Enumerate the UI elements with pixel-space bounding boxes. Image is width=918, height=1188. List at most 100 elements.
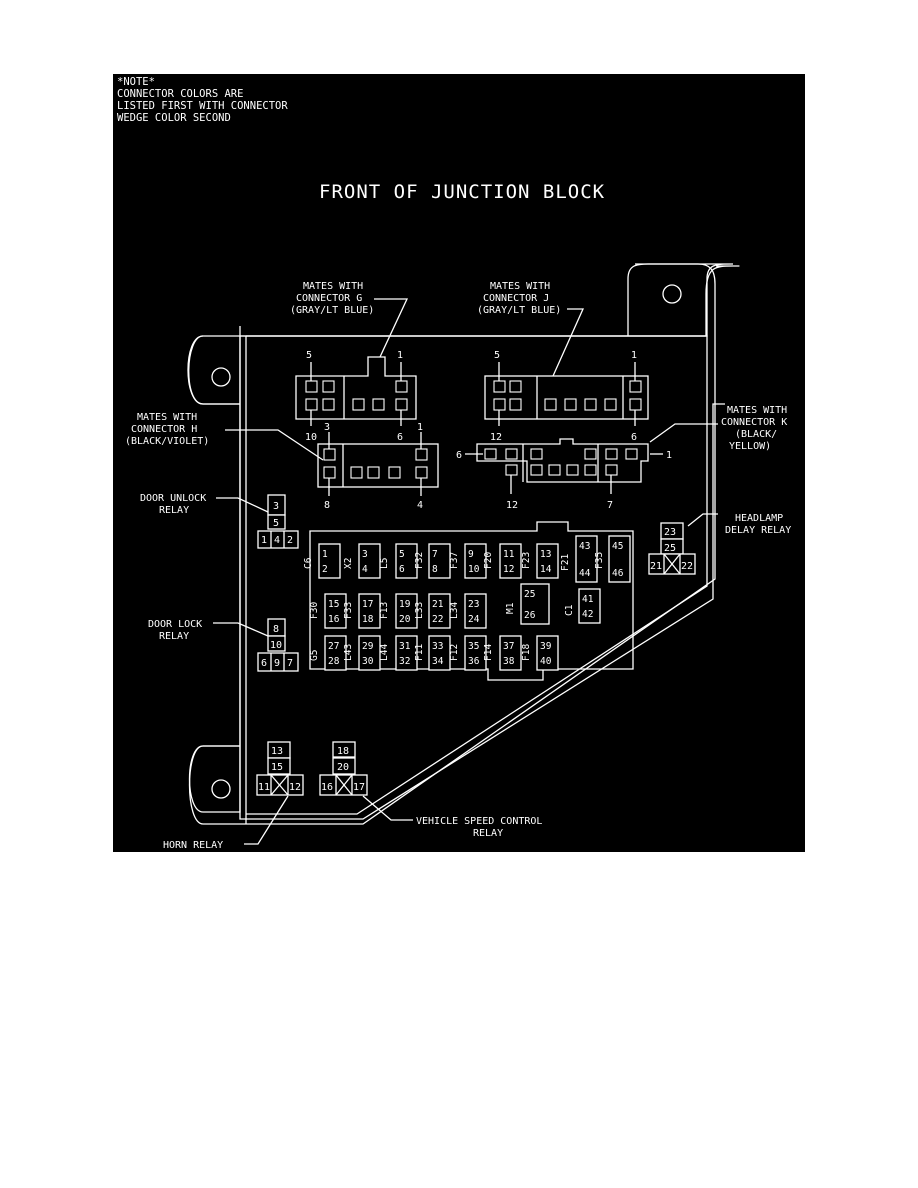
callout-line: DOOR UNLOCK [140, 493, 206, 504]
relay-pin: 20 [337, 762, 349, 773]
callout-line: (BLACK/VIOLET) [125, 436, 209, 447]
connector-k: 6 1 12 7 [456, 438, 672, 511]
relay-pin: 17 [353, 782, 365, 793]
connector-g: 5 1 10 6 [295, 350, 417, 443]
fuse-cavity [395, 543, 418, 579]
fuse-number: 6 [399, 564, 405, 575]
relay-pin: 11 [258, 782, 270, 793]
relay-pin: 21 [650, 561, 662, 572]
fuse-number: 39 [540, 641, 552, 652]
fuse-number: 7 [432, 549, 438, 560]
pin-label: 8 [324, 500, 330, 511]
relay-pin: 7 [287, 658, 293, 669]
fuse-label: G5 [309, 650, 320, 661]
fuse-number: 34 [432, 656, 444, 667]
fuse-number: 45 [612, 541, 623, 552]
note-block: *NOTE* CONNECTOR COLORS ARE LISTED FIRST… [117, 76, 288, 124]
connector-j: 5 1 12 6 [484, 350, 649, 443]
fuse-cavity [324, 593, 347, 629]
note-line-3: WEDGE COLOR SECOND [117, 112, 231, 124]
callout-line: MATES WITH [137, 412, 197, 423]
fuse-number: 38 [503, 656, 515, 667]
fuse-cavity [464, 635, 487, 671]
fuse-cavity [578, 588, 601, 624]
relay-pin: 25 [664, 543, 676, 554]
fuse-cavity [575, 535, 598, 583]
relay-pin: 1 [261, 535, 267, 546]
fuse-cavity [536, 635, 559, 671]
callout-line: HORN RELAY [163, 840, 223, 851]
callout-line: (BLACK/ [735, 429, 777, 440]
connector-h-callout: MATES WITH CONNECTOR H (BLACK/VIOLET) [125, 412, 324, 461]
junction-block-diagram: *NOTE* CONNECTOR COLORS ARE LISTED FIRST… [117, 76, 791, 851]
callout-line: CONNECTOR H [131, 424, 197, 435]
callout-line: VEHICLE SPEED CONTROL [416, 816, 542, 827]
fuse-number: 31 [399, 641, 411, 652]
vehicle-speed-callout: VEHICLE SPEED CONTROL RELAY [362, 795, 542, 839]
fuse-label: F35 [594, 552, 605, 569]
callout-line: CONNECTOR G [296, 293, 362, 304]
fuse-cavity [324, 635, 347, 671]
fuse-cavity [428, 543, 451, 579]
fuse-cavity [464, 543, 487, 579]
connector-k-callout: MATES WITH CONNECTOR K (BLACK/ YELLOW) [649, 405, 787, 452]
fuse-number: 10 [468, 564, 480, 575]
fuse-number: 46 [612, 568, 624, 579]
door-lock-relay: 8 10 6 9 7 [257, 618, 299, 672]
callout-line: DOOR LOCK [148, 619, 202, 630]
fuse-cavity [536, 543, 559, 579]
fuse-number: 19 [399, 599, 411, 610]
relay-pin: 9 [274, 658, 280, 669]
fuse-label: F13 [379, 602, 390, 619]
fuse-cavity [358, 543, 381, 579]
fuse-number: 27 [328, 641, 339, 652]
pin-label: 4 [417, 500, 423, 511]
fuse-cavity [395, 593, 418, 629]
pin-label: 6 [456, 450, 462, 461]
fuse-number: 16 [328, 614, 340, 625]
pin-label: 6 [397, 432, 403, 443]
fuse-label: C6 [303, 557, 314, 569]
door-unlock-relay: 3 5 1 4 2 [257, 494, 299, 549]
callout-line: CONNECTOR K [721, 417, 787, 428]
fuse-label: M1 [505, 602, 516, 614]
fuse-number: 44 [579, 568, 591, 579]
fuse-number: 15 [328, 599, 339, 610]
door-lock-callout: DOOR LOCK RELAY [148, 619, 269, 642]
relay-pin: 23 [664, 527, 676, 538]
fuse-cavity [428, 593, 451, 629]
fuse-label: F12 [449, 644, 460, 661]
fuse-number: 24 [468, 614, 480, 625]
connector-g-callout: MATES WITH CONNECTOR G (GRAY/LT BLUE) [290, 281, 409, 358]
callout-line: CONNECTOR J [483, 293, 549, 304]
note-line-1: CONNECTOR COLORS ARE [117, 88, 243, 100]
junction-block-figure: *NOTE* CONNECTOR COLORS ARE LISTED FIRST… [113, 74, 805, 852]
fuse-cavity [358, 593, 381, 629]
fuse-number: 17 [362, 599, 373, 610]
fuse-number: 18 [362, 614, 374, 625]
fuse-label: L44 [379, 644, 390, 661]
fuse-number: 43 [579, 541, 590, 552]
callout-line: MATES WITH [490, 281, 550, 292]
callout-line: (GRAY/LT BLUE) [290, 305, 374, 316]
fuse-number: 28 [328, 656, 340, 667]
fuse-label: C1 [564, 604, 575, 616]
fuse-label: L5 [379, 558, 390, 569]
fuse-cavity [464, 593, 487, 629]
fuse-label: F18 [521, 644, 532, 661]
pin-label: 1 [417, 422, 423, 433]
callout-line: DELAY RELAY [725, 525, 791, 536]
fuse-number: 8 [432, 564, 438, 575]
pin-label: 5 [306, 350, 312, 361]
relay-pin: 10 [270, 640, 282, 651]
fuse-number: 5 [399, 549, 405, 560]
note-line-2: LISTED FIRST WITH CONNECTOR [117, 100, 288, 112]
callout-line: RELAY [159, 505, 189, 516]
fuse-cavity [428, 635, 451, 671]
pin-label: 5 [494, 350, 500, 361]
fuse-number: 20 [399, 614, 411, 625]
fuse-number: 26 [524, 610, 536, 621]
fuse-number: 33 [432, 641, 443, 652]
fuse-label: F20 [483, 552, 494, 569]
fuse-number: 42 [582, 609, 593, 620]
